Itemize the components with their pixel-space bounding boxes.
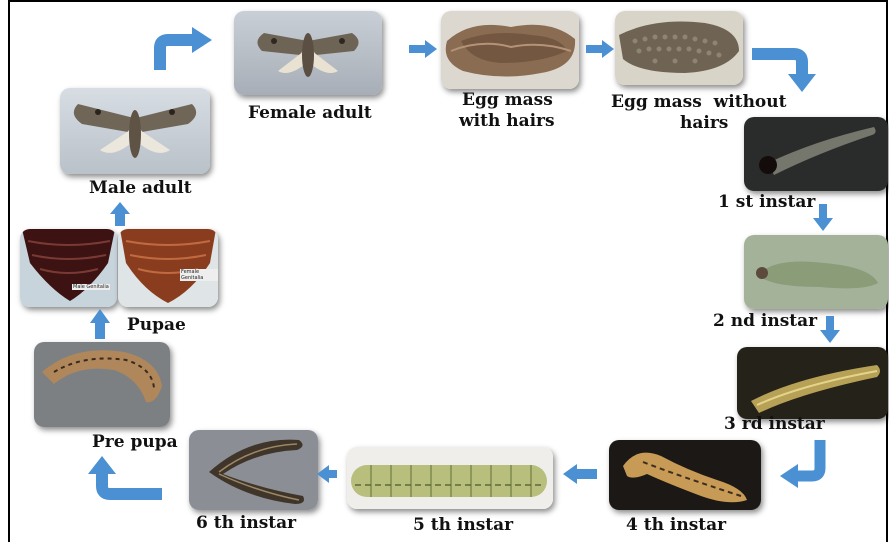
- egg-mass-with-hairs-photo: [441, 11, 579, 89]
- label-pupae: Pupae: [127, 315, 186, 335]
- arrow-instar2-to-instar3: [820, 316, 840, 344]
- arrow-eggmass-to-nohairs: [586, 40, 616, 58]
- instar-4-photo: [609, 440, 761, 510]
- label-instar-1: 1 st instar: [718, 192, 815, 212]
- label-instar-5: 5 th instar: [413, 515, 513, 535]
- male-adult-photo: [60, 88, 210, 174]
- pupa-male-photo: Male Genitalia: [20, 229, 117, 307]
- instar-3-photo: [737, 347, 888, 419]
- arrow-female-to-eggmass: [409, 40, 439, 58]
- female-adult-photo: [234, 11, 382, 95]
- arrow-prepupa-to-pupae: [90, 309, 110, 339]
- arrow-instar4-to-instar5: [563, 464, 597, 484]
- arrow-male-to-female: [152, 26, 216, 72]
- label-instar-6: 6 th instar: [196, 513, 296, 533]
- arrow-nohairs-to-instar1: [752, 44, 822, 94]
- egg-mass-without-hairs-photo: [615, 11, 743, 85]
- label-instar-4: 4 th instar: [626, 515, 726, 535]
- instar-5-photo: [347, 447, 553, 509]
- label-male-adult: Male adult: [89, 178, 192, 198]
- pre-pupa-photo: [34, 342, 170, 427]
- label-instar-2: 2 nd instar: [713, 311, 817, 331]
- arrow-instar3-to-instar4: [780, 440, 830, 490]
- instar-1-photo: [744, 117, 888, 191]
- label-egg-mass-without-hairs-line1: Egg mass without: [611, 92, 787, 112]
- pupa-female-caption: Female Genitalia: [180, 269, 218, 281]
- label-instar-3: 3 rd instar: [724, 414, 825, 434]
- label-egg-mass-without-hairs-line2: hairs: [680, 113, 728, 133]
- label-female-adult: Female adult: [248, 103, 372, 123]
- label-egg-mass-with-hairs-line2: with hairs: [459, 111, 555, 131]
- arrow-pupae-to-male: [110, 202, 130, 226]
- label-pre-pupa: Pre pupa: [92, 432, 178, 452]
- arrow-instar1-to-instar2: [813, 204, 833, 232]
- pupa-male-caption: Male Genitalia: [72, 284, 110, 290]
- pupa-female-photo: Female Genitalia: [118, 229, 218, 307]
- instar-6-photo: [189, 430, 318, 510]
- arrow-instar6-to-prepupa: [86, 452, 162, 502]
- arrow-instar5-to-instar6: [317, 465, 337, 483]
- instar-2-photo: [744, 235, 888, 309]
- label-egg-mass-with-hairs-line1: Egg mass: [462, 90, 553, 110]
